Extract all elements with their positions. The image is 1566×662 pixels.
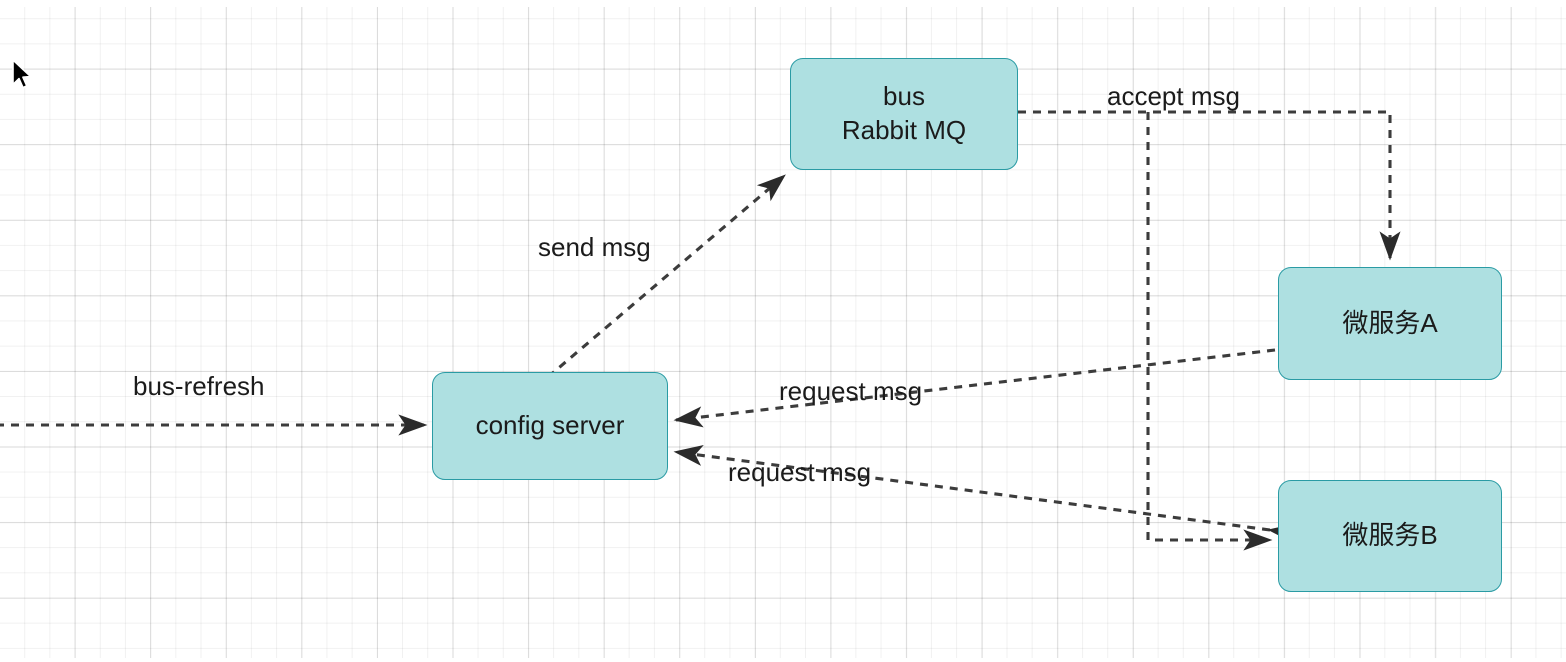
canvas-bottom-margin xyxy=(0,658,1566,662)
node-config-server[interactable]: config server xyxy=(432,372,668,480)
edge-accept-msg-to-service-a xyxy=(1018,110,1401,261)
edge-request-msg-service-a xyxy=(673,348,1276,428)
node-microservice-a[interactable]: 微服务A xyxy=(1278,267,1502,380)
edge-accept-msg-to-service-b xyxy=(1146,112,1273,551)
edge-send-msg xyxy=(546,174,786,379)
node-microservice-b[interactable]: 微服务B xyxy=(1278,480,1502,592)
node-bus-rabbitmq[interactable]: bus Rabbit MQ xyxy=(790,58,1018,170)
edge-label-accept-msg[interactable]: accept msg xyxy=(1107,81,1240,111)
canvas-top-margin xyxy=(0,0,1566,7)
edge-label-send-msg[interactable]: send msg xyxy=(538,232,651,262)
edge-label-request-msg-b[interactable]: request msg xyxy=(728,457,872,487)
edge-label-bus-refresh[interactable]: bus-refresh xyxy=(133,371,265,401)
edge-request-msg-service-b xyxy=(673,445,1298,544)
edge-label-request-msg-a[interactable]: request msg xyxy=(779,376,923,406)
